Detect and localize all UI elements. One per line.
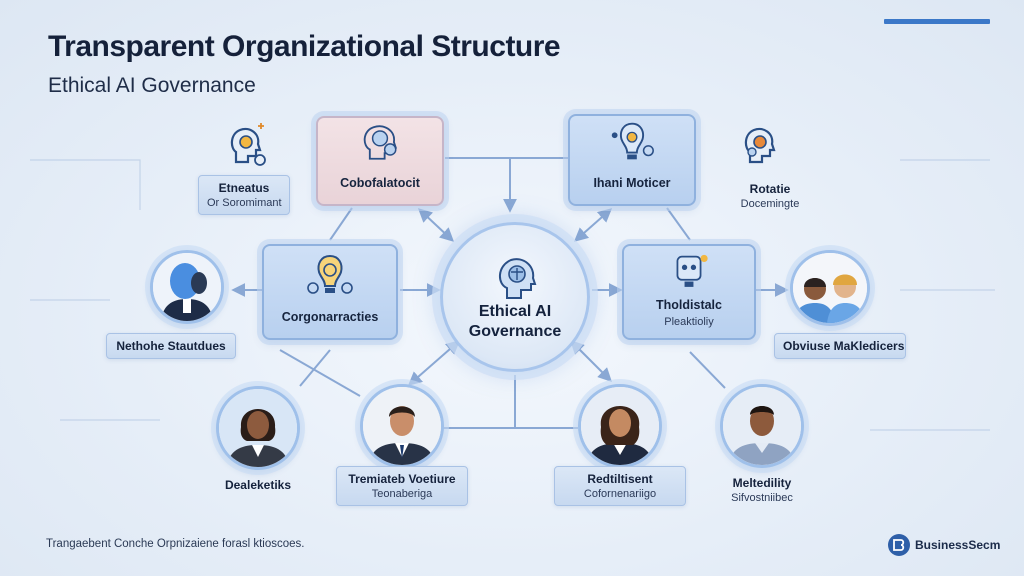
card-human-monitor: Ihani Moticer [568,114,696,206]
avatar-man-2 [720,384,804,468]
label-dealer-ethics: Dealeketiks [224,478,292,492]
head-gears-icon [222,122,270,170]
tag-rotation-docs: Rotatie Docemingte [740,182,800,210]
card-label: Tholdistalc [656,298,722,312]
card-thresholds: Tholdistalc Pleaktioliy [622,244,756,340]
lightbulb-gears-icon [611,122,654,160]
tag-ethics-governance: Etneatus Or Soromimant [198,175,290,215]
brain-gears-icon [363,125,398,160]
brand: BusinessSecm [888,534,1000,556]
accent-bar [884,19,990,24]
center-label-line2: Governance [468,323,562,340]
center-hub: Ethical AI Governance [440,222,590,372]
page-subtitle: Ethical AI Governance [48,74,256,97]
tag-obvious-markers: Obviuse MaKledicers [774,333,906,359]
tag-venture-team: Tremiateb Voetiure Teonaberiga [336,466,468,506]
brain-icon [499,258,537,299]
avatar-man-1 [360,384,444,468]
tag-network-structures: Nethohe Stautdues [106,333,236,359]
robot-head-icon [676,254,708,287]
card-collaboration: Cobofalatocit [316,116,444,206]
card-label: Cobofalatocit [340,176,420,190]
head-gears-icon [738,122,784,168]
footnote: Trangaebent Conche Orpnizaiene forasl kt… [46,538,305,550]
tag-resident-coordinator: Redtiltisent Cofornenariigo [554,466,686,506]
avatar-woman-1 [216,386,300,470]
page-title: Transparent Organizational Structure [48,30,561,63]
center-label-line1: Ethical AI [478,303,552,320]
avatar-two-people [790,250,870,326]
avatar-ai-person [150,250,224,324]
card-sublabel: Pleaktioliy [664,316,714,328]
card-label: Corgonarracties [281,310,379,324]
card-label: Ihani Moticer [593,176,671,190]
avatar-woman-2 [578,384,662,468]
brand-logo-icon [888,534,910,556]
card-corporate: Corgonarracties [262,244,398,340]
lightbulb-gears-icon [307,254,353,294]
brand-name: BusinessSecm [915,538,1001,552]
label-meltedility: Meltedility Sifvostniibec [731,476,793,504]
